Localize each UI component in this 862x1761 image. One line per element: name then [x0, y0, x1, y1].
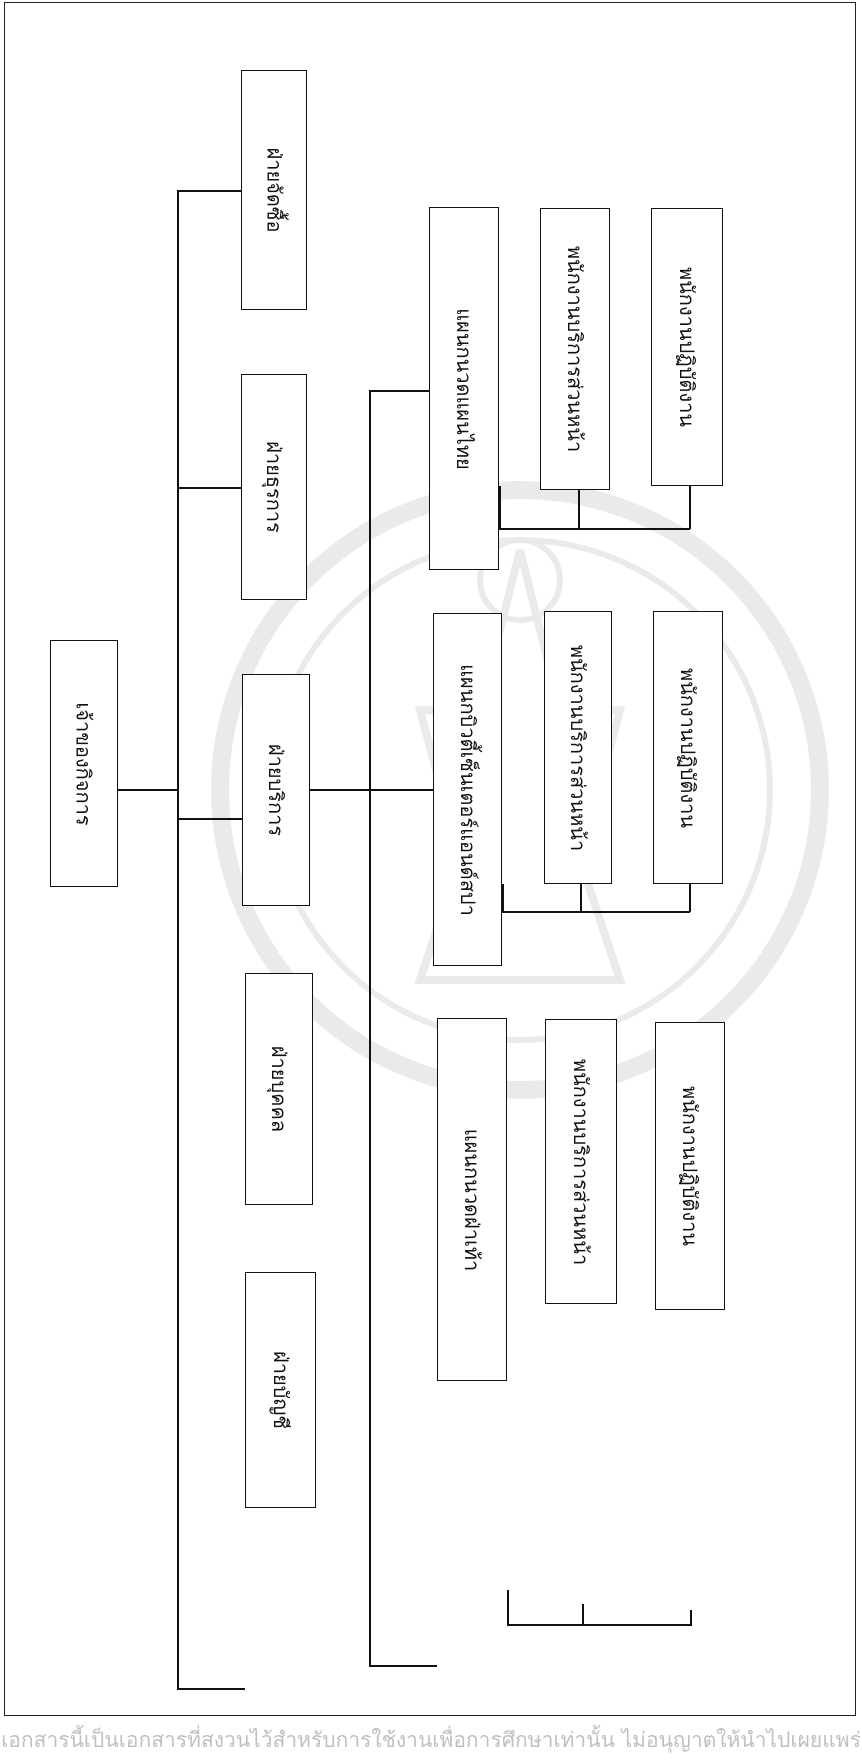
section-beauty-center-box: แผนกบิวตี้เซ็นเตอร์แอนด์สปา — [433, 613, 502, 966]
section-thai-massage-box: แผนกนวดแผนไทย — [429, 207, 499, 570]
dept-personnel-box: ฝ่ายบุคคล — [245, 973, 313, 1205]
dept-service-box: ฝ่ายบริการ — [242, 674, 310, 906]
staff-front-box-3: พนักงานบริการส่วนหน้า — [545, 1019, 617, 1304]
dept-purchasing-box: ฝ่ายจัดซื้อ — [241, 70, 307, 310]
staff-operations-box-3: พนักงานปฏิบัติงาน — [655, 1022, 725, 1310]
owner-box: เจ้าของกิจการ — [50, 640, 118, 887]
dept-accounting-box: ฝ่ายบัญชี — [245, 1272, 316, 1508]
owner-label: เจ้าของกิจการ — [74, 702, 94, 825]
staff-operations-box-1: พนักงานปฏิบัติงาน — [651, 208, 723, 486]
staff-front-box-1: พนักงานบริการส่วนหน้า — [540, 208, 610, 490]
dept-business-box: ฝ่ายธุรการ — [241, 374, 307, 600]
staff-operations-box-2: พนักงานปฏิบัติงาน — [653, 611, 723, 884]
staff-front-box-2: พนักงานบริการส่วนหน้า — [544, 611, 612, 884]
footer-notice: เอกสารนี้เป็นเอกสารที่สงวนไว้สำหรับการใช… — [0, 1724, 862, 1757]
section-foot-massage-box: แผนกนวดฝ่าเท้า — [437, 1018, 507, 1381]
